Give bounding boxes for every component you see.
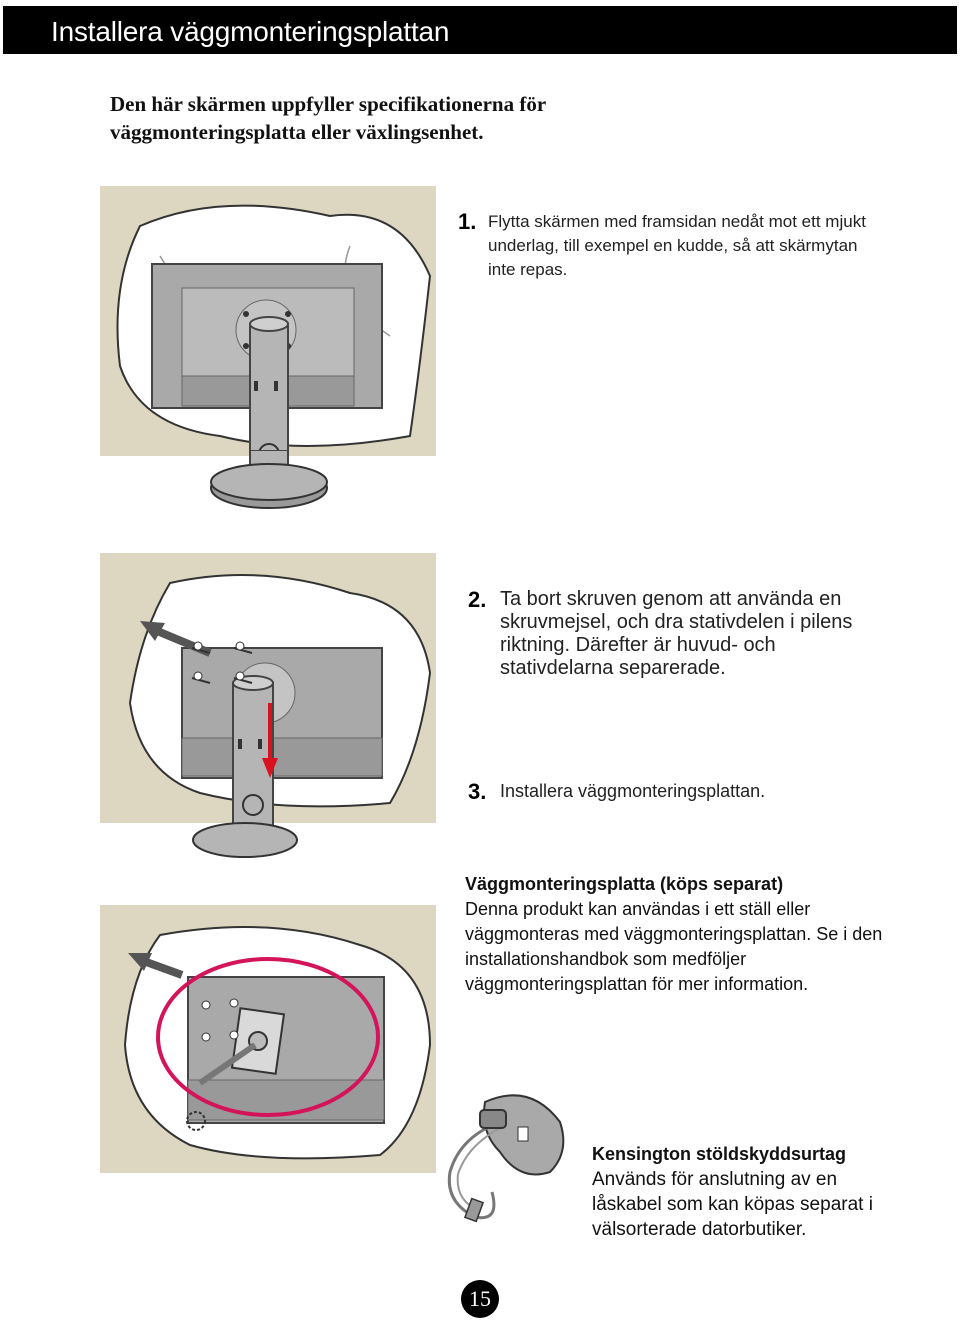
illustration-monitor-face-down (100, 186, 436, 458)
wall-mount-text: Denna produkt kan användas i ett ställ e… (465, 899, 883, 994)
wall-mount-note: Väggmonteringsplatta (köps separat) Denn… (465, 872, 905, 997)
illustration-stand-base-2 (192, 822, 298, 858)
illustration-kensington-lock (447, 1094, 565, 1223)
step-3-text: Installera väggmonteringsplattan. (500, 781, 766, 801)
intro-text: Den här skärmen uppfyller specifikatione… (110, 90, 710, 146)
step-1-number: 1. (458, 209, 477, 234)
wall-mount-title: Väggmonteringsplatta (köps separat) (465, 874, 784, 894)
page-number: 15 (461, 1280, 499, 1318)
kensington-text: Används för anslutning av en låskabel so… (592, 1169, 873, 1240)
page-title: Installera väggmonteringsplattan (51, 16, 450, 47)
step-3-number: 3. (468, 779, 487, 804)
step-2-number: 2. (468, 587, 487, 612)
intro-line-2: väggmonteringsplatta eller växlingsenhet… (110, 120, 484, 144)
intro-line-1: Den här skärmen uppfyller specifikatione… (110, 92, 547, 116)
illustration-remove-stand (100, 553, 436, 825)
step-2-text: Ta bort skruven genom att använda en skr… (500, 588, 853, 679)
step-1-text: Flytta skärmen med framsidan nedåt mot e… (488, 212, 866, 279)
kensington-title: Kensington stöldskyddsurtag (592, 1144, 847, 1164)
kensington-note: Kensington stöldskyddsurtag Används för … (592, 1142, 892, 1242)
illustration-wall-mount-plate (100, 905, 436, 1173)
page-header: Installera väggmonteringsplattan (3, 6, 957, 54)
illustration-monitor-stand-base (210, 450, 328, 509)
